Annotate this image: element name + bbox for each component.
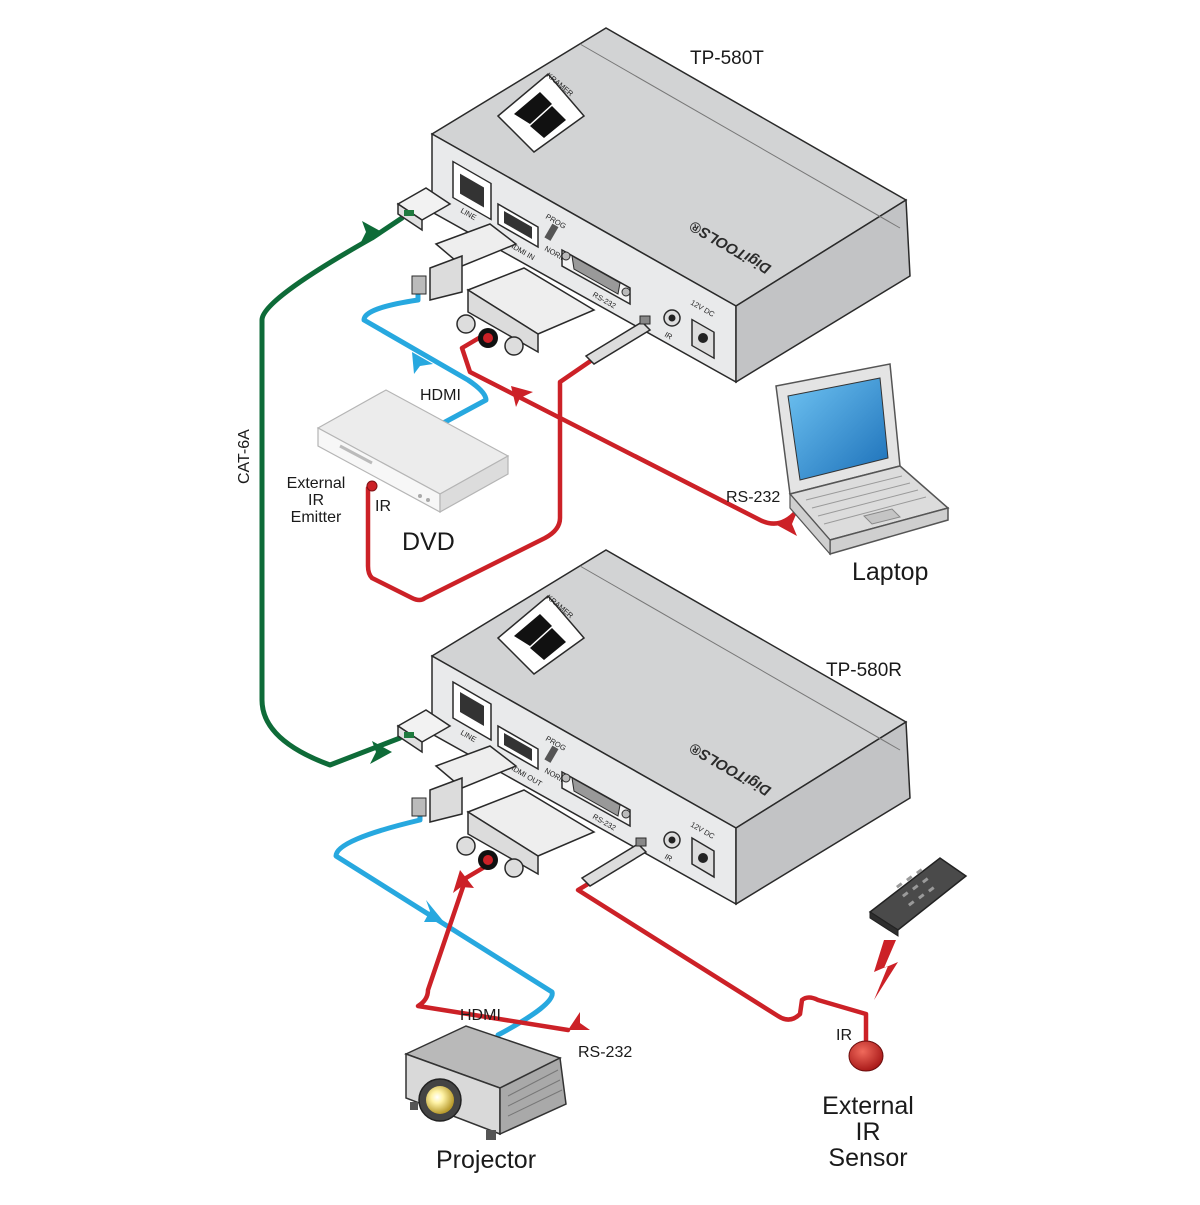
receiver-model-label: TP-580R [826, 660, 902, 681]
projector-label: Projector [436, 1146, 536, 1174]
receiver-device: LINE HDMI OUT PROG NORMAL RS-232 IR 12V … [430, 549, 911, 906]
hdmi-port-tx[interactable] [497, 202, 539, 249]
power-jack-rx[interactable] [691, 836, 715, 879]
ir-sensor-label-line1: External [822, 1092, 914, 1120]
ir-sensor-icon [848, 1040, 884, 1072]
ir-sensor-cable-label: IR [836, 1027, 852, 1044]
ir-emitter-cable [365, 357, 595, 603]
ir-plug-tx [584, 315, 652, 365]
rj45-plug-tx [396, 187, 452, 232]
line-port-rx[interactable] [452, 680, 492, 742]
db9-plug-tx [456, 267, 596, 356]
ir-signal-icon [874, 940, 898, 1000]
hdmi-plug-rx [411, 745, 518, 823]
power-jack-tx[interactable] [691, 318, 715, 360]
rs232-cable-laptop [459, 332, 799, 536]
rs232-cable-projector [415, 862, 590, 1033]
dvd-label: DVD [402, 528, 455, 556]
hdmi-display-cable-label: HDMI [460, 1007, 501, 1024]
transmitter-model-label: TP-580T [690, 48, 764, 69]
rs232-port-tx[interactable] [561, 248, 631, 306]
ir-jack-label-tx: IR [663, 330, 675, 342]
hdmi-cable-source [361, 279, 489, 431]
ir-sensor-cable [575, 881, 869, 1043]
ir-emitter-label-line2: IR [308, 492, 324, 509]
hdmi-port-rx[interactable] [497, 724, 539, 771]
transmitter-device: LINE HDMI IN PROG NORMAL RS-232 IR [430, 27, 911, 384]
rs232-port-rx[interactable] [561, 770, 631, 828]
hdmi-plug-tx [411, 223, 518, 301]
rj45-plug-rx [396, 709, 452, 754]
prog-switch-rx[interactable] [544, 745, 559, 763]
ir-sensor-label-line3: Sensor [828, 1144, 907, 1172]
projector-icon [404, 1025, 567, 1140]
ir-jack-rx[interactable] [663, 831, 681, 849]
rs232-laptop-cable-label: RS-232 [726, 489, 780, 506]
kramer-logo-tx [496, 72, 586, 153]
dvd-player [316, 389, 510, 514]
laptop-icon [775, 363, 950, 556]
kramer-logo-rx [496, 594, 586, 675]
ir-jack-tx[interactable] [663, 309, 681, 327]
laptop-label: Laptop [852, 558, 928, 586]
ir-jack-label-rx: IR [663, 852, 675, 864]
db9-plug-rx [456, 789, 596, 878]
hdmi-cable-display [333, 805, 555, 1038]
remote-control-icon [868, 857, 968, 937]
ir-emitter-head [366, 480, 378, 492]
hdmi-source-cable-label: HDMI [420, 387, 461, 404]
cat6-cable-label: CAT-6A [236, 429, 253, 484]
ir-sensor-label-line2: IR [856, 1118, 881, 1146]
ir-emitter-label-line3: Emitter [291, 509, 342, 526]
rs232-projector-cable-label: RS-232 [578, 1044, 632, 1061]
dvd-ir-label: IR [375, 498, 391, 515]
prog-switch-tx[interactable] [544, 223, 559, 241]
ir-plug-rx [580, 837, 648, 887]
ir-emitter-label-line1: External [287, 475, 346, 492]
cat6-cable [259, 215, 405, 768]
line-port-tx[interactable] [452, 160, 492, 221]
